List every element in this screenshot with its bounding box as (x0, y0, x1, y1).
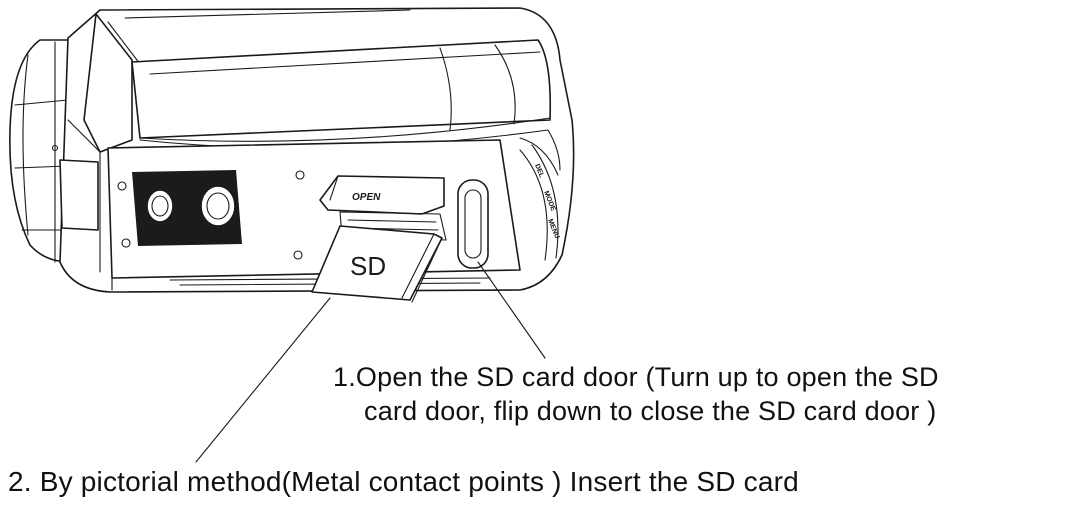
leader-line-step2 (195, 297, 331, 463)
caption-step1-line2: card door, flip down to close the SD car… (364, 396, 937, 426)
sd-card: SD (311, 225, 443, 303)
camcorder-body (51, 7, 575, 293)
tripod-plate (132, 170, 242, 246)
lens-barrel (9, 39, 71, 263)
leader-line-step1 (477, 261, 546, 359)
sd-card-label: SD (350, 251, 386, 281)
caption-step1-line1: 1.Open the SD card door (Turn up to open… (333, 362, 939, 392)
door-label: OPEN (352, 192, 381, 203)
caption-step2: 2. By pictorial method(Metal contact poi… (8, 466, 799, 497)
